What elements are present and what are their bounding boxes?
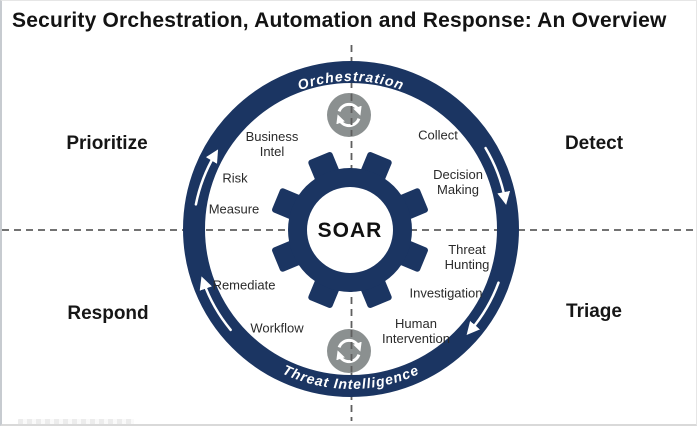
- ring-step-threat-hunting: Threat Hunting: [444, 241, 490, 272]
- soar-center-label: SOAR: [317, 219, 383, 242]
- ring-step-business-intel: Business Intel: [245, 128, 299, 159]
- cropped-watermark-artifact: [18, 419, 134, 424]
- ring-step-risk: Risk: [222, 170, 248, 186]
- ring-step-investigation: Investigation: [409, 285, 483, 301]
- quadrant-label-prioritize: Prioritize: [66, 133, 148, 154]
- flow-arrow-lower-left: [199, 276, 232, 332]
- flow-arrow-upper-left: [194, 149, 219, 206]
- gear-icon: [272, 152, 428, 308]
- sync-icon-bottom: [327, 329, 371, 373]
- quadrant-label-detect: Detect: [564, 133, 624, 154]
- ring-step-human-intervention: Human Intervention: [382, 315, 450, 346]
- quadrant-label-respond: Respond: [67, 303, 149, 324]
- page-title: Security Orchestration, Automation and R…: [12, 9, 667, 32]
- ring-step-collect: Collect: [418, 127, 458, 143]
- soar-cycle-ring: [183, 61, 519, 397]
- ring-step-decision-making: Decision Making: [433, 166, 483, 197]
- flow-arrow-upper-right: [484, 146, 511, 205]
- quadrant-label-triage: Triage: [566, 301, 622, 322]
- sync-icon-top: [327, 93, 371, 137]
- ring-step-workflow: Workflow: [250, 320, 304, 336]
- ring-step-remediate: Remediate: [212, 277, 276, 293]
- flow-arrow-lower-right: [466, 281, 500, 336]
- ring-step-measure: Measure: [208, 201, 260, 217]
